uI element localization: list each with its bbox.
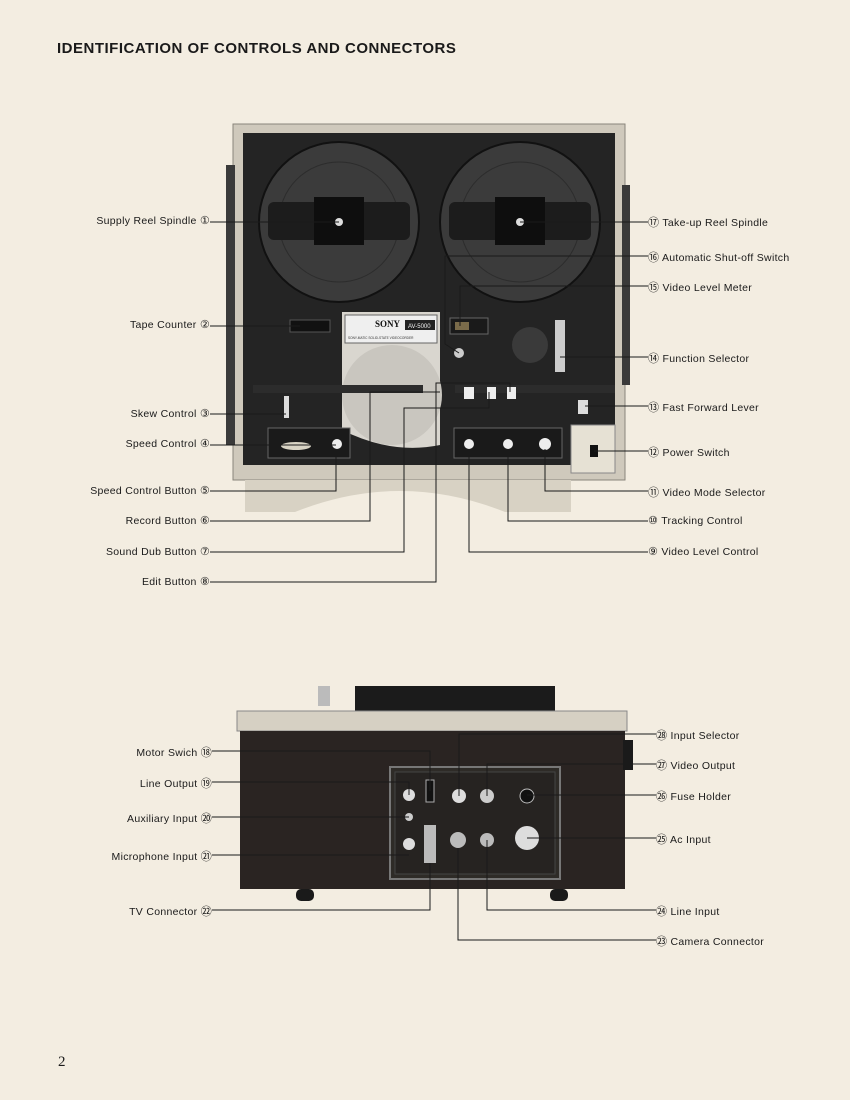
callout-label: Microphone Input [111, 851, 198, 863]
callout-number: ㉕ [656, 834, 668, 846]
callout-speed-control-button: Speed Control Button ⑤ [90, 484, 210, 497]
callout-label: Sound Dub Button [105, 546, 197, 558]
callout-number: ㉔ [656, 906, 668, 918]
callout-label: Fuse Holder [670, 791, 732, 803]
callout-label: Speed Control [125, 438, 197, 450]
callout-label: Tape Counter [129, 319, 197, 331]
callout-number: ④ [199, 438, 210, 450]
callout-line-output: Line Output ⑲ [140, 775, 212, 791]
callout-number: ⑪ [648, 487, 660, 499]
callout-microphone-input: Microphone Input ㉑ [112, 848, 212, 864]
callout-number: ⑥ [199, 515, 210, 527]
callout-number: ⑩ [648, 515, 659, 527]
callout-input-selector: ㉘ Input Selector [656, 727, 740, 743]
callout-power-switch: ⑫ Power Switch [648, 444, 730, 460]
callout-number: ⑦ [199, 546, 210, 558]
callout-label: Video Level Meter [662, 282, 753, 294]
callout-label: Automatic Shut-off Switch [661, 252, 790, 264]
callout-tracking-control: ⑩ Tracking Control [648, 514, 743, 527]
callout-number: ① [199, 215, 210, 227]
callout-label: Fast Forward Lever [662, 402, 759, 414]
callout-function-selector: ⑭ Function Selector [648, 350, 749, 366]
callout-number: ⑤ [199, 485, 210, 497]
callout-skew-control: Skew Control ③ [131, 407, 210, 420]
callout-label: Auxiliary Input [127, 813, 198, 825]
callout-fuse-holder: ㉖ Fuse Holder [656, 788, 731, 804]
callout-edit-button: Edit Button ⑧ [142, 575, 210, 588]
callout-label: Motor Swich [136, 747, 198, 759]
callout-label: Record Button [125, 515, 197, 527]
callout-fast-forward-lever: ⑬ Fast Forward Lever [648, 399, 759, 415]
callout-number: ⑨ [648, 546, 659, 558]
callout-video-level-control: ⑨ Video Level Control [648, 545, 759, 558]
callout-label: Input Selector [670, 730, 740, 742]
callout-ac-input: ㉕ Ac Input [656, 831, 711, 847]
callout-number: ㉓ [656, 936, 668, 948]
callout-number: ⑭ [648, 353, 660, 365]
deck-model: AV-5000 [408, 324, 431, 330]
callout-label: Video Level Control [661, 546, 759, 558]
callout-label: Skew Control [130, 408, 197, 420]
callout-number: ⑲ [200, 778, 212, 790]
deck-subtitle: SONY-MATIC SOLID-STATE VIDEOCORDER [348, 336, 414, 340]
callout-label: Video Mode Selector [662, 487, 766, 499]
callout-label: Line Input [670, 906, 720, 918]
callout-speed-control: Speed Control ④ [126, 437, 210, 450]
callout-number: ⑰ [648, 217, 660, 229]
callout-label: Ac Input [669, 834, 711, 846]
callout-video-mode-selector: ⑪ Video Mode Selector [648, 484, 766, 500]
callout-auxiliary-input: Auxiliary Input ⑳ [127, 810, 212, 826]
callout-number: ⑬ [648, 402, 660, 414]
callout-video-output: ㉗ Video Output [656, 757, 735, 773]
callout-label: Tracking Control [661, 515, 743, 527]
callout-number: ⑱ [200, 747, 212, 759]
callout-tape-counter: Tape Counter ② [130, 318, 210, 331]
callout-supply-reel-spindle: Supply Reel Spindle ① [96, 214, 210, 227]
callout-label: Line Output [139, 778, 198, 790]
callout-label: Take-up Reel Spindle [662, 217, 769, 229]
callout-label: Camera Connector [670, 936, 765, 948]
callout-label: Supply Reel Spindle [96, 215, 197, 227]
callout-sound-dub-button: Sound Dub Button ⑦ [106, 545, 210, 558]
callout-camera-connector: ㉓ Camera Connector [656, 933, 764, 949]
callout-number: ⑧ [199, 576, 210, 588]
callout-label: Video Output [670, 760, 736, 772]
callout-number: ⑫ [648, 447, 660, 459]
callout-number: ㉖ [656, 791, 668, 803]
callout-video-level-meter: ⑮ Video Level Meter [648, 279, 752, 295]
callout-number: ⑯ [648, 252, 660, 264]
callout-automatic-shutoff-switch: ⑯ Automatic Shut-off Switch [648, 249, 789, 265]
callout-number: ㉗ [656, 760, 668, 772]
callout-record-button: Record Button ⑥ [126, 514, 210, 527]
callout-number: ㉒ [200, 906, 212, 918]
callout-label: Function Selector [662, 353, 750, 365]
callout-label: Speed Control Button [90, 485, 197, 497]
callout-number: ③ [199, 408, 210, 420]
callout-tv-connector: TV Connector ㉒ [129, 903, 212, 919]
callout-number: ② [199, 319, 210, 331]
callout-label: Edit Button [141, 576, 197, 588]
callout-label: TV Connector [129, 906, 198, 918]
callout-motor-switch: Motor Swich ⑱ [136, 744, 212, 760]
deck-brand: SONY [375, 319, 401, 329]
callout-number: ㉘ [656, 730, 668, 742]
page-heading: IDENTIFICATION OF CONTROLS AND CONNECTOR… [57, 40, 457, 57]
callout-number: ㉑ [200, 851, 212, 863]
callout-label: Power Switch [662, 447, 730, 459]
callout-number: ⑮ [648, 282, 660, 294]
callout-line-input: ㉔ Line Input [656, 903, 720, 919]
callout-takeup-reel-spindle: ⑰ Take-up Reel Spindle [648, 214, 768, 230]
page-number: 2 [58, 1054, 66, 1070]
callout-number: ⑳ [200, 813, 212, 825]
